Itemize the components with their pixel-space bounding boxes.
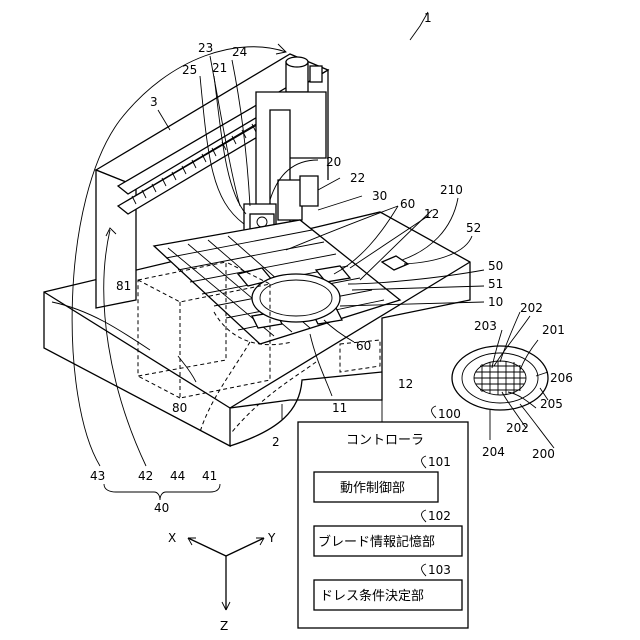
ref-chip-202-a: 202 <box>520 301 543 315</box>
ref-unit-22: 22 <box>350 171 365 185</box>
ref-blade: 23 <box>198 41 213 55</box>
ref-cleaning-unit: 80 <box>172 401 187 415</box>
block-101-ref: 101 <box>428 455 451 469</box>
ref-figure: 1 <box>424 11 432 25</box>
ref-cutting-unit: 20 <box>326 155 341 169</box>
ref-moving-unit: 30 <box>372 189 387 203</box>
ref-frame: 205 <box>540 397 563 411</box>
ref-table-51: 51 <box>488 277 503 291</box>
axis-y-label: Y <box>267 531 276 545</box>
ref-unit-60-upper: 60 <box>400 197 415 211</box>
controller-title: コントローラ <box>346 433 424 448</box>
axis-x-label: X <box>168 531 176 545</box>
ref-column: 3 <box>150 95 158 109</box>
ref-clamp-12-lower: 12 <box>398 377 413 391</box>
ref-moving-mechanism: 40 <box>154 501 169 515</box>
controller-ref: 100 <box>438 407 461 421</box>
ref-table-50: 50 <box>488 259 503 273</box>
workpiece-unit <box>452 346 548 410</box>
ref-workpiece: 201 <box>542 323 565 337</box>
ref-workpiece-holder: 210 <box>440 183 463 197</box>
ref-clamps: 11 <box>332 401 347 415</box>
block-102-label: ブレード情報記憶部 <box>318 534 435 550</box>
ref-mechanism-44: 44 <box>170 469 185 483</box>
ref-chip-204: 204 <box>482 445 505 459</box>
ref-chuck-table: 10 <box>488 295 503 309</box>
axis-z-label: Z <box>220 619 228 633</box>
ref-apparatus-base: 2 <box>272 435 280 449</box>
ref-spindle: 21 <box>212 61 227 75</box>
ref-mechanism-42: 42 <box>138 469 153 483</box>
block-103-ref: 103 <box>428 563 451 577</box>
ref-cover: 25 <box>182 63 197 77</box>
ref-chip-203: 203 <box>474 319 497 333</box>
controller-labels: 100 コントローラ 101 動作制御部 102 ブレード情報記憶部 103 ド… <box>318 407 461 604</box>
ref-cleaning-81: 81 <box>116 279 131 293</box>
ref-mount: 24 <box>232 45 247 59</box>
ref-unit-60-lower: 60 <box>356 339 371 353</box>
block-101-label: 動作制御部 <box>340 481 405 496</box>
ref-mechanism-43: 43 <box>90 469 105 483</box>
block-103-label: ドレス条件決定部 <box>320 588 424 604</box>
ref-clamp-12-upper: 12 <box>424 207 439 221</box>
ref-chip-202-b: 202 <box>506 421 529 435</box>
block-102-ref: 102 <box>428 509 451 523</box>
ref-workpiece-unit: 200 <box>532 447 555 461</box>
ref-tape: 206 <box>550 371 573 385</box>
axes-indicator: X Y Z <box>168 531 276 633</box>
ref-board: 52 <box>466 221 481 235</box>
ref-mechanism-41: 41 <box>202 469 217 483</box>
